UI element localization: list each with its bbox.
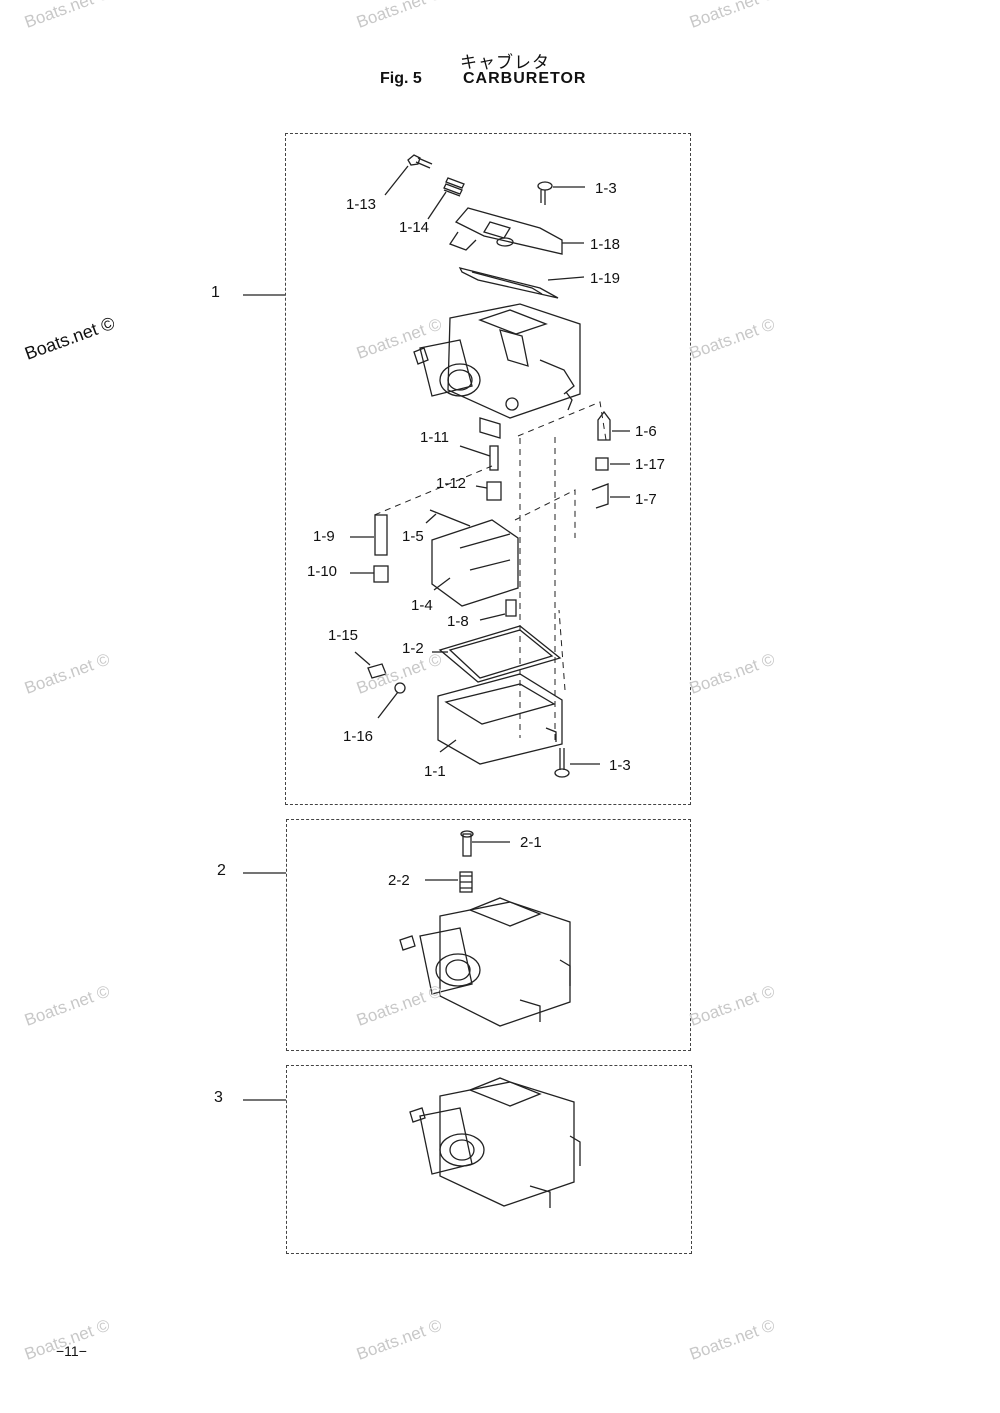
- part-label-1-4: 1-4: [411, 597, 433, 614]
- carburetor-body-2: [399, 897, 571, 1027]
- part-label-1-10: 1-10: [307, 563, 338, 580]
- part-label-1-6: 1-6: [635, 423, 657, 440]
- part-1-5-pin: [429, 509, 471, 527]
- part-label-2-1: 2-1: [520, 834, 542, 851]
- figure-header: キャブレタ Fig. 5 CARBURETOR: [0, 44, 1000, 104]
- part-2-2-spring: [459, 871, 473, 893]
- part-label-1-15: 1-15: [328, 627, 359, 644]
- part-label-1-9: 1-9: [313, 528, 335, 545]
- part-label-1-11: 1-11: [420, 429, 449, 446]
- part-1-11-jet: [489, 445, 499, 471]
- part-1-19-gasket: [458, 267, 559, 299]
- part-1-8-screw: [505, 599, 517, 617]
- part-1-2-gasket: [438, 625, 562, 683]
- part-label-1-14: 1-14: [399, 219, 430, 236]
- part-1-6-needle: [597, 410, 611, 441]
- page-number: −11−: [56, 1343, 87, 1359]
- part-label-1-8: 1-8: [447, 613, 469, 630]
- part-label-1-13: 1-13: [346, 196, 377, 213]
- part-label-1-3-top: 1-3: [595, 180, 617, 197]
- part-1-12-jet: [486, 481, 502, 501]
- part-1-7-clip: [591, 483, 609, 509]
- figure-title-japanese: キャブレタ: [460, 53, 550, 73]
- part-label-1-17: 1-17: [635, 456, 666, 473]
- part-label-1-3-bottom: 1-3: [609, 757, 631, 774]
- carburetor-body-3: [409, 1077, 581, 1208]
- assembly-panel-2: [286, 819, 691, 1051]
- assembly-panel-1: [285, 133, 691, 805]
- part-1-15-screw: [367, 663, 387, 679]
- part-1-18-cover: [449, 207, 563, 255]
- part-label-1-2: 1-2: [402, 640, 424, 657]
- part-label-1-1: 1-1: [424, 763, 446, 780]
- part-label-1-19: 1-19: [590, 270, 621, 287]
- part-label-1-7: 1-7: [635, 491, 657, 508]
- group-label-3: 3: [214, 1089, 223, 1106]
- part-1-3-screw-bottom: [554, 748, 570, 778]
- figure-number: Fig. 5: [380, 70, 422, 87]
- part-1-1-bowl: [437, 673, 563, 765]
- part-1-13-screw: [407, 154, 433, 169]
- part-1-14-spring: [443, 177, 465, 197]
- assembly-panel-3: [286, 1065, 692, 1254]
- group-label-2: 2: [217, 862, 226, 879]
- part-1-3-screw-top: [537, 181, 553, 205]
- part-1-10-plug: [373, 565, 389, 583]
- part-label-1-18: 1-18: [590, 236, 621, 253]
- part-label-1-5: 1-5: [402, 528, 424, 545]
- part-1-16-washer: [394, 682, 406, 694]
- part-label-1-12: 1-12: [436, 475, 467, 492]
- part-1-17-seat: [595, 457, 609, 471]
- part-2-1-screw: [460, 830, 474, 857]
- part-label-1-16: 1-16: [343, 728, 374, 745]
- part-label-2-2: 2-2: [388, 872, 410, 889]
- figure-title: CARBURETOR: [463, 70, 587, 87]
- group-label-1: 1: [211, 284, 220, 301]
- part-1-9-tube: [374, 514, 388, 556]
- part-1-4-float: [431, 519, 519, 607]
- carburetor-body-1: [413, 303, 581, 439]
